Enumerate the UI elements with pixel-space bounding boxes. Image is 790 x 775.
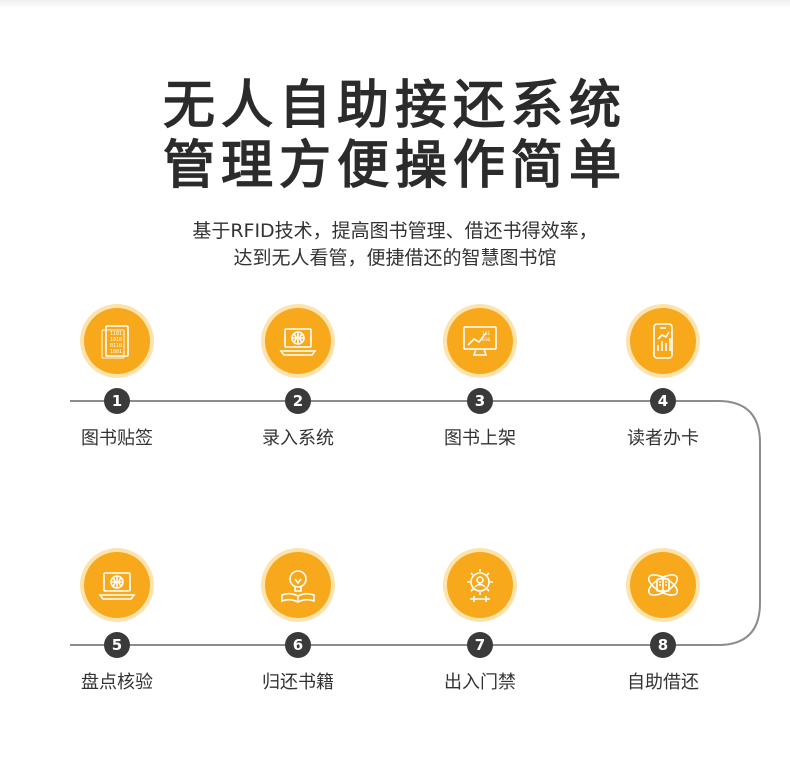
- svg-text:0110: 0110: [110, 343, 122, 349]
- svg-text:1001: 1001: [110, 349, 122, 355]
- step-icon-badge: [630, 308, 696, 374]
- step-8: 8 自助借还: [603, 552, 723, 712]
- step-4: 4 读者办卡: [603, 308, 723, 468]
- top-shadow: [0, 0, 790, 8]
- step-label: 读者办卡: [627, 428, 699, 449]
- document-binary-icon: 1101 1010 0110 1001: [101, 325, 129, 359]
- monitor-chart-icon: 101 010: [463, 326, 497, 356]
- step-6: 6 归还书籍: [238, 552, 358, 712]
- step-label: 图书贴签: [81, 428, 153, 449]
- gear-user-icon: [467, 569, 493, 602]
- step-number: 3: [467, 388, 493, 414]
- headline-line-2: 管理方便操作简单: [162, 136, 627, 196]
- laptop-globe-icon: [98, 572, 136, 600]
- step-icon-badge: 101 010: [447, 308, 513, 374]
- step-3: 101 010 3 图书上架: [420, 308, 540, 468]
- step-label: 录入系统: [262, 428, 334, 449]
- headline-line-1: 无人自助接还系统: [162, 76, 627, 136]
- step-icon-badge: [84, 552, 150, 618]
- step-7: 7 出入门禁: [420, 552, 540, 712]
- step-number: 7: [467, 632, 493, 658]
- svg-text:1101: 1101: [110, 331, 122, 337]
- step-label: 自助借还: [627, 672, 699, 693]
- step-icon-badge: [265, 552, 331, 618]
- smartphone-chart-icon: [653, 323, 673, 359]
- step-number: 5: [104, 632, 130, 658]
- step-number: 2: [285, 388, 311, 414]
- step-icon-badge: 1101 1010 0110 1001: [84, 308, 150, 374]
- step-5: 5 盘点核验: [57, 552, 177, 712]
- step-label: 出入门禁: [444, 672, 516, 693]
- laptop-globe-icon: [279, 328, 317, 356]
- step-label: 归还书籍: [262, 672, 334, 693]
- book-lightbulb-icon: [281, 570, 315, 603]
- step-1: 1101 1010 0110 1001 1 图书贴签: [57, 308, 177, 468]
- step-2: 2 录入系统: [238, 308, 358, 468]
- step-number: 1: [104, 388, 130, 414]
- step-number: 8: [650, 632, 676, 658]
- svg-text:101: 101: [482, 331, 490, 337]
- svg-text:1010: 1010: [110, 337, 122, 343]
- step-icon-badge: [265, 308, 331, 374]
- step-icon-badge: [447, 552, 513, 618]
- step-label: 盘点核验: [81, 672, 153, 693]
- step-number: 6: [285, 632, 311, 658]
- svg-text:010: 010: [482, 337, 490, 343]
- subheadline-line-2: 达到无人看管，便捷借还的智慧图书馆: [233, 247, 557, 269]
- step-label: 图书上架: [444, 428, 516, 449]
- step-icon-badge: [630, 552, 696, 618]
- atom-book-icon: [647, 574, 679, 596]
- step-number: 4: [650, 388, 676, 414]
- subheadline-line-1: 基于RFID技术，提高图书管理、借还书得效率，: [192, 220, 598, 242]
